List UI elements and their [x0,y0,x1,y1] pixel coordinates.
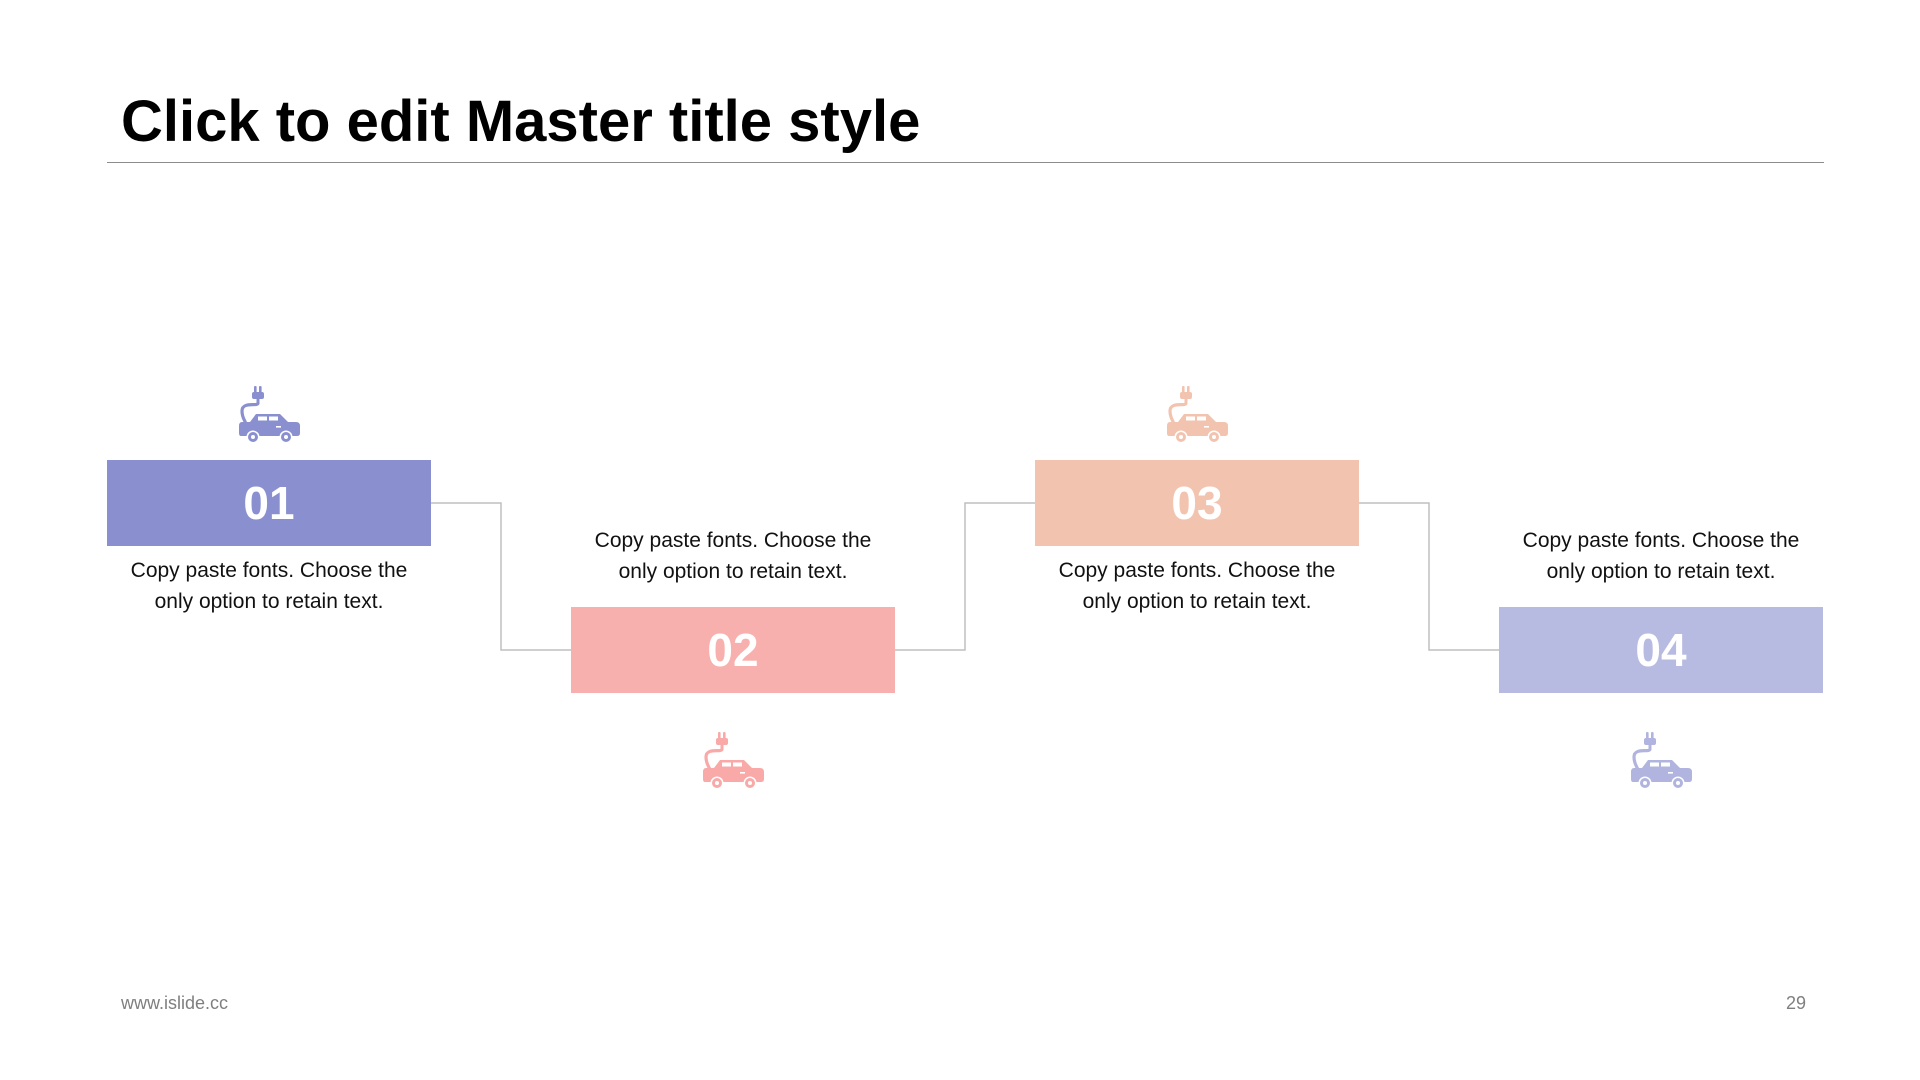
description-line: only option to retain text. [1546,560,1776,583]
description-line: Copy paste fonts. Choose the [1522,529,1800,552]
step-box-02[interactable]: 02 [571,607,895,693]
description-line: only option to retain text. [618,560,848,583]
description-line: Copy paste fonts. Choose the [1058,559,1336,582]
description-line: Copy paste fonts. Choose the [594,529,872,552]
step-description-02[interactable]: Copy paste fonts. Choose the only option… [571,525,895,587]
slide-title[interactable]: Click to edit Master title style [121,89,921,154]
step-description-03[interactable]: Copy paste fonts. Choose the only option… [1035,555,1359,617]
step-description-01[interactable]: Copy paste fonts. Choose the only option… [107,555,431,617]
step-box-01[interactable]: 01 [107,460,431,546]
description-line: only option to retain text. [1082,590,1312,613]
connector-02-03 [895,502,1035,651]
step-box-03[interactable]: 03 [1035,460,1359,546]
electric-car-icon [700,729,766,789]
connector-03-04 [1359,502,1499,651]
description-line: Copy paste fonts. Choose the [130,559,408,582]
step-number: 04 [1635,624,1687,676]
footer-url[interactable]: www.islide.cc [121,993,229,1013]
electric-car-icon [1628,729,1694,789]
connector-01-02 [431,502,571,651]
step-number: 02 [707,624,759,676]
step-description-04[interactable]: Copy paste fonts. Choose the only option… [1499,525,1823,587]
page-number: 29 [1786,993,1807,1013]
description-line: only option to retain text. [154,590,384,613]
electric-car-icon [1164,383,1230,443]
step-number: 01 [243,477,295,529]
step-number: 03 [1171,477,1223,529]
step-box-04[interactable]: 04 [1499,607,1823,693]
title-divider [107,162,1824,163]
electric-car-icon [236,383,302,443]
